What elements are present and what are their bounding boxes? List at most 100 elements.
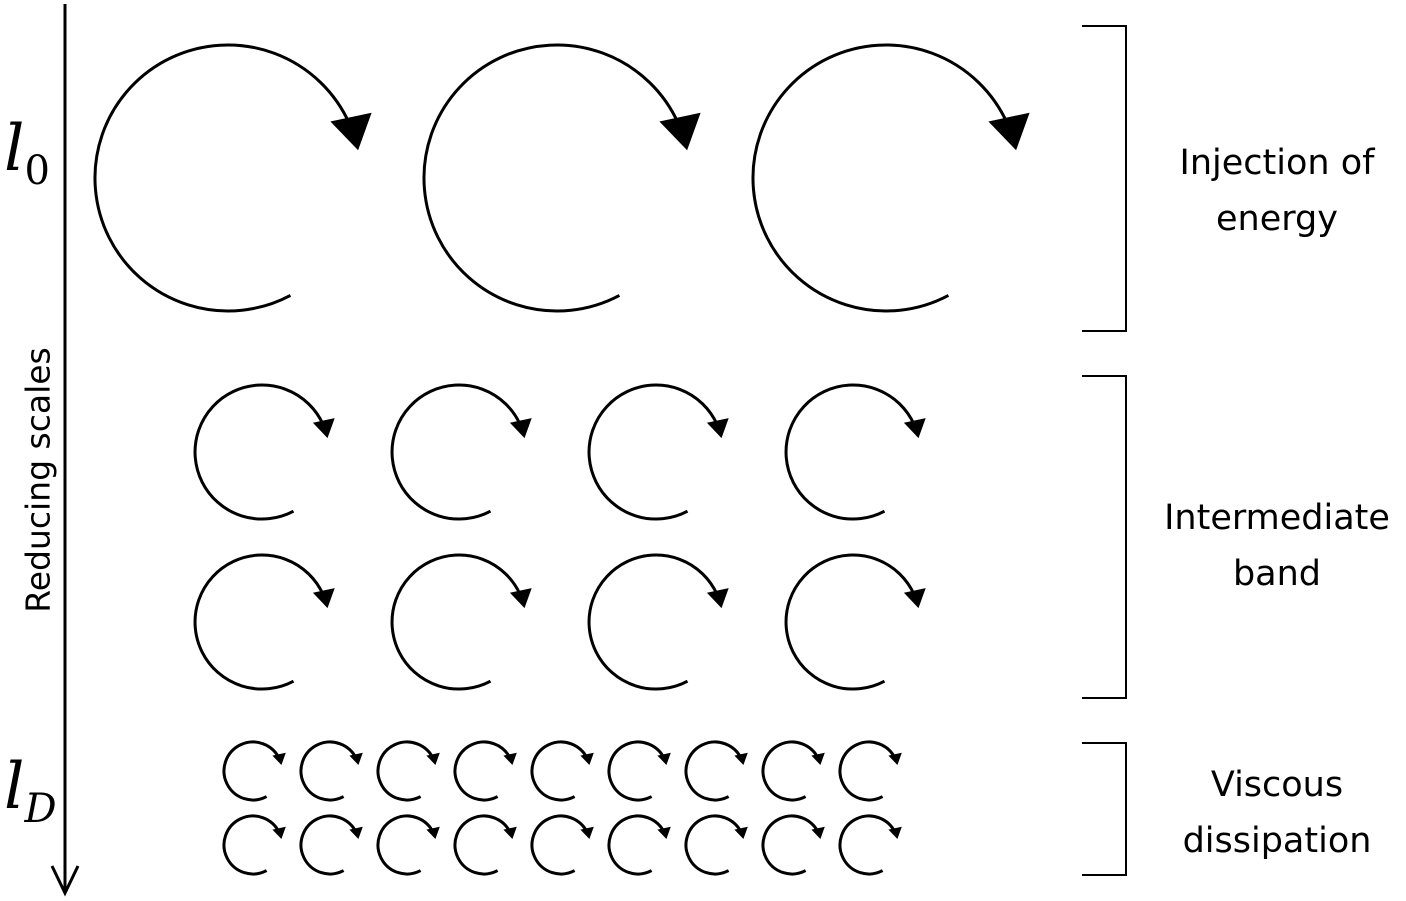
eddy-arrowhead — [426, 826, 440, 839]
eddy-intermediate — [587, 383, 729, 521]
eddy-intermediate — [193, 553, 335, 691]
eddy-arrowhead — [503, 752, 517, 765]
eddy-arc — [751, 43, 1009, 313]
eddy-arc — [784, 553, 916, 691]
eddy-arc — [222, 740, 281, 802]
band-label-injection-line-1: Injection of — [1179, 143, 1375, 183]
eddy-arc — [684, 814, 743, 876]
eddy-arc — [376, 814, 435, 876]
eddy-arrowhead — [509, 418, 532, 439]
eddy-arrowhead — [349, 752, 363, 765]
eddy-viscous — [530, 740, 594, 802]
eddy-arc — [453, 740, 512, 802]
eddy-viscous — [222, 814, 286, 876]
axis-label-reducing-scales: Reducing scales — [18, 347, 58, 613]
eddy-viscous — [299, 814, 363, 876]
eddy-viscous — [684, 814, 748, 876]
eddy-viscous — [530, 814, 594, 876]
eddy-arc — [587, 383, 719, 521]
eddy-arc — [222, 814, 281, 876]
eddy-arc — [838, 814, 897, 876]
eddy-viscous — [607, 814, 671, 876]
eddy-arc — [684, 740, 743, 802]
eddy-arrowhead — [657, 826, 671, 839]
eddy-arrowhead — [811, 752, 825, 765]
eddy-arc — [193, 383, 325, 521]
eddy-arrowhead — [657, 752, 671, 765]
eddy-arrowhead — [659, 112, 701, 151]
eddy-arc — [761, 814, 820, 876]
eddy-viscous — [761, 814, 825, 876]
eddy-arrowhead — [888, 826, 902, 839]
scale-axis-arrow — [50, 4, 80, 897]
eddy-viscous — [607, 740, 671, 802]
eddy-arrowhead — [330, 112, 372, 151]
eddy-arrowhead — [349, 826, 363, 839]
eddy-arc — [761, 740, 820, 802]
eddy-viscous — [376, 814, 440, 876]
eddy-arrowhead — [580, 826, 594, 839]
eddy-intermediate — [193, 383, 335, 521]
eddy-arrowhead — [580, 752, 594, 765]
eddy-arrowhead — [503, 826, 517, 839]
eddy-arrowhead — [312, 588, 335, 609]
eddy-arc — [784, 383, 916, 521]
band-label-intermediate-line-1: Intermediate — [1164, 498, 1390, 538]
largest-scale-symbol: l0 — [4, 112, 50, 194]
eddy-intermediate — [390, 553, 532, 691]
dissipation-scale-symbol: lD — [4, 750, 57, 832]
axis-arrowhead — [50, 865, 80, 897]
eddy-arc — [193, 553, 325, 691]
eddy-arc — [422, 43, 680, 313]
eddy-viscous — [453, 740, 517, 802]
eddy-arrowhead — [988, 112, 1030, 151]
band-brackets — [1082, 25, 1127, 876]
eddy-arrowhead — [903, 418, 926, 439]
eddy-arrowhead — [426, 752, 440, 765]
eddy-field — [93, 43, 1030, 876]
eddy-arc — [453, 814, 512, 876]
band-label-viscous-line-1: Viscous — [1210, 765, 1344, 805]
eddy-arc — [376, 740, 435, 802]
band-label-injection-line-2: energy — [1216, 199, 1338, 239]
eddy-intermediate — [784, 553, 926, 691]
eddy-arc — [93, 43, 351, 313]
eddy-arc — [390, 383, 522, 521]
eddy-arc — [530, 740, 589, 802]
bracket-intermediate — [1082, 375, 1127, 699]
eddy-viscous — [222, 740, 286, 802]
eddy-viscous — [453, 814, 517, 876]
eddy-injection — [751, 43, 1030, 313]
eddy-intermediate — [390, 383, 532, 521]
eddy-arrowhead — [272, 826, 286, 839]
eddy-intermediate — [784, 383, 926, 521]
band-label-injection: Injection of energy — [1147, 135, 1406, 247]
eddy-arrowhead — [312, 418, 335, 439]
bracket-injection — [1082, 25, 1127, 332]
eddy-intermediate — [587, 553, 729, 691]
eddy-arrowhead — [706, 588, 729, 609]
eddy-viscous — [761, 740, 825, 802]
eddy-arc — [607, 740, 666, 802]
eddy-arc — [299, 814, 358, 876]
eddy-arrowhead — [509, 588, 532, 609]
eddy-viscous — [299, 740, 363, 802]
band-label-intermediate-line-2: band — [1232, 554, 1322, 594]
eddy-arrowhead — [734, 826, 748, 839]
eddy-viscous — [684, 740, 748, 802]
eddy-arc — [838, 740, 897, 802]
eddy-viscous — [838, 740, 902, 802]
eddy-viscous — [376, 740, 440, 802]
eddy-arc — [587, 553, 719, 691]
eddy-injection — [422, 43, 701, 313]
eddy-viscous — [838, 814, 902, 876]
eddy-arc — [390, 553, 522, 691]
bracket-viscous — [1082, 742, 1127, 876]
eddy-arc — [607, 814, 666, 876]
eddy-arrowhead — [706, 418, 729, 439]
eddy-arc — [530, 814, 589, 876]
eddy-arc — [299, 740, 358, 802]
eddy-arrowhead — [903, 588, 926, 609]
